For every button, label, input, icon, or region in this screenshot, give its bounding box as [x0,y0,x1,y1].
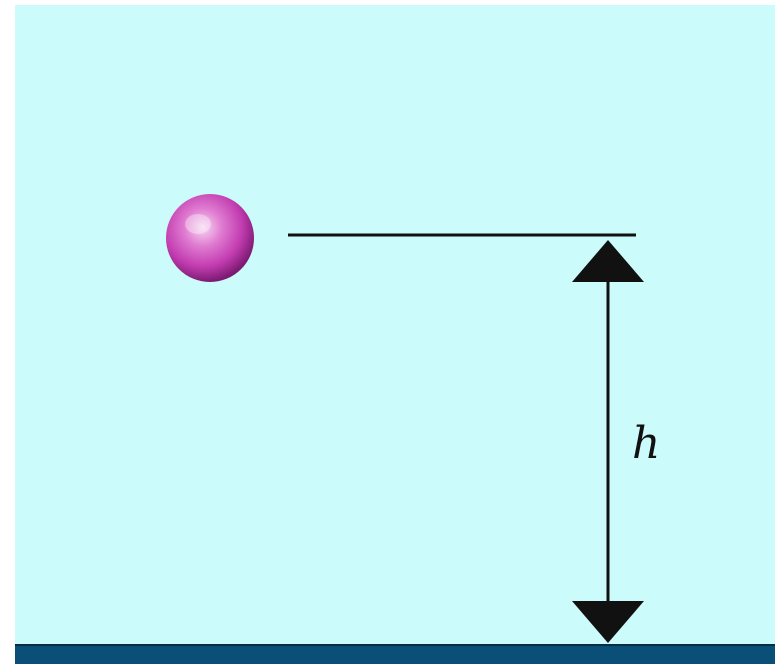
height-label: h [632,418,660,469]
ground [15,645,775,664]
sky-background [15,5,775,645]
ball-highlight [185,214,211,234]
ball [166,194,254,282]
